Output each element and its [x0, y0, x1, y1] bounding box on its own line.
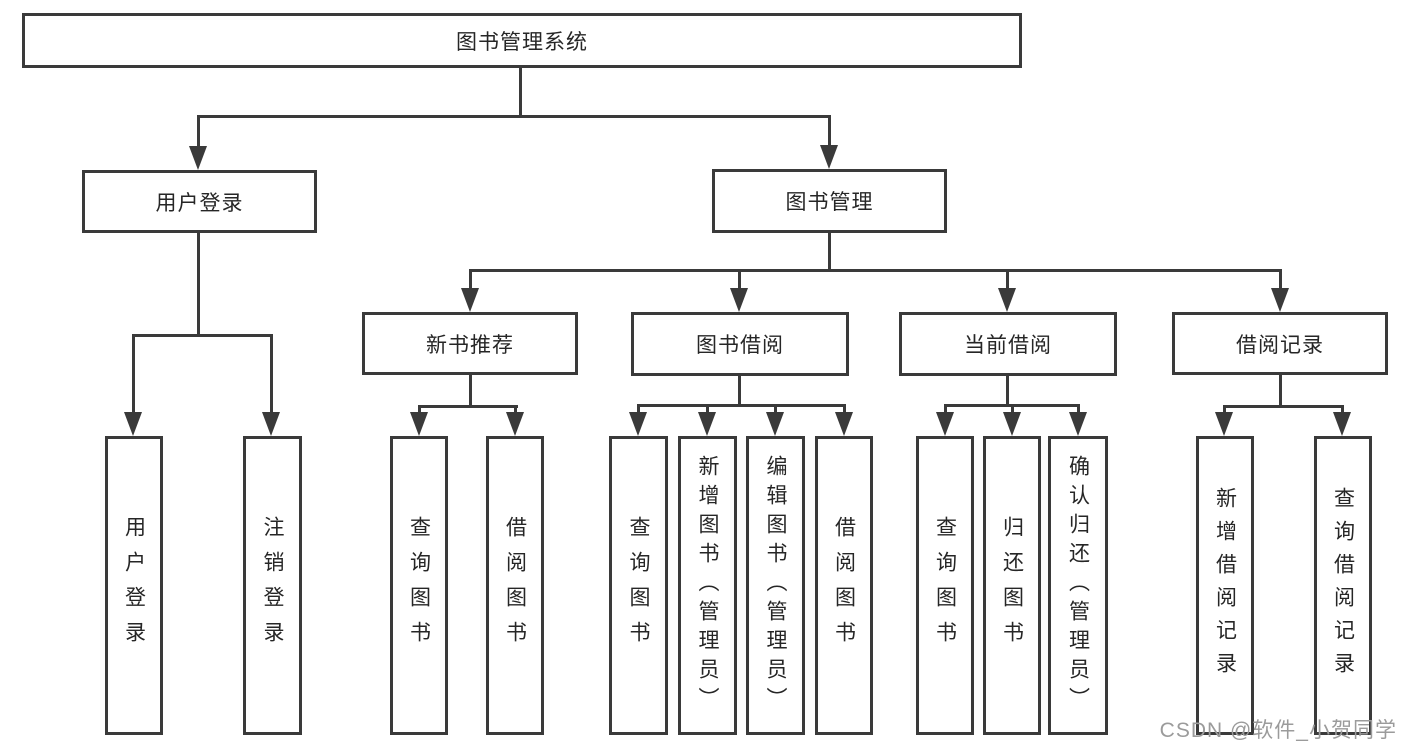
connector-drop-leaf: [1077, 404, 1080, 414]
csdn-watermark: CSDN @软件_小贺同学: [1159, 719, 1397, 742]
connector-borrow-records-trunk: [1279, 375, 1282, 408]
arrowhead-down-icon: [629, 412, 647, 436]
connector-book-borrow-trunk: [738, 376, 741, 407]
leaf-label: 借阅图书: [503, 515, 527, 656]
leaf-label: 查询借阅记录: [1331, 486, 1355, 685]
connector-level2-rail: [197, 115, 831, 118]
node-label: 新书推荐: [426, 333, 514, 357]
arrowhead-down-icon: [1271, 288, 1289, 312]
leaf-confirm-return-admin: 确认归还（管理员）: [1048, 436, 1108, 735]
leaf-edit-books-admin: 编辑图书（管理员）: [746, 436, 805, 735]
arrowhead-down-icon: [1069, 412, 1087, 436]
arrowhead-down-icon: [1003, 412, 1021, 436]
arrowhead-down-icon: [730, 288, 748, 312]
connector-drop-leaf: [132, 334, 135, 414]
connector-drop-leaf: [418, 405, 421, 415]
leaf-label: 归还图书: [1000, 515, 1024, 656]
node-label: 图书管理系统: [456, 30, 588, 54]
node-library-management-system: 图书管理系统: [22, 13, 1022, 68]
arrowhead-down-icon: [698, 412, 716, 436]
arrowhead-down-icon: [820, 145, 838, 169]
node-book-borrowing: 图书借阅: [631, 312, 849, 376]
leaf-user-login: 用户登录: [105, 436, 163, 735]
leaf-add-books-admin: 新增图书（管理员）: [678, 436, 737, 735]
connector-drop-book-borrow: [738, 269, 741, 291]
leaf-query-books-recommend: 查询图书: [390, 436, 448, 735]
leaf-query-books-current: 查询图书: [916, 436, 974, 735]
leaf-logout: 注销登录: [243, 436, 302, 735]
connector-drop-leaf: [843, 404, 846, 414]
node-label: 借阅记录: [1236, 333, 1324, 357]
leaf-label: 查询图书: [627, 515, 650, 656]
connector-drop-book-management: [828, 115, 831, 148]
node-label: 图书管理: [785, 191, 874, 214]
arrowhead-down-icon: [262, 412, 280, 436]
connector-user-login-trunk: [197, 233, 200, 336]
node-current-borrowing: 当前借阅: [899, 312, 1117, 376]
leaf-borrow-books-recommend: 借阅图书: [486, 436, 544, 735]
arrowhead-down-icon: [766, 412, 784, 436]
leaf-label: 查询图书: [407, 515, 431, 656]
leaf-label: 编辑图书（管理员）: [764, 455, 787, 716]
connector-drop-leaf: [1341, 405, 1344, 415]
connector-drop-leaf: [1011, 404, 1014, 414]
connector-drop-leaf: [270, 334, 273, 414]
node-borrowing-records: 借阅记录: [1172, 312, 1388, 375]
arrowhead-down-icon: [189, 146, 207, 170]
node-label: 当前借阅: [964, 334, 1052, 357]
connector-new-book-trunk: [469, 375, 472, 408]
connector-book-borrow-rail: [637, 404, 846, 407]
leaf-label: 借阅图书: [832, 515, 856, 656]
connector-drop-current-borrow: [1006, 269, 1009, 291]
connector-borrow-records-rail: [1223, 405, 1344, 408]
arrowhead-down-icon: [998, 288, 1016, 312]
leaf-label: 确认归还（管理员）: [1066, 455, 1090, 716]
node-label: 图书借阅: [696, 334, 784, 357]
connector-drop-leaf: [637, 404, 640, 414]
leaf-add-borrow-record: 新增借阅记录: [1196, 436, 1254, 735]
connector-drop-user-login: [197, 115, 200, 148]
arrowhead-down-icon: [410, 412, 428, 436]
leaf-label: 查询图书: [933, 515, 957, 656]
leaf-query-books-borrowing: 查询图书: [609, 436, 668, 735]
connector-level3-rail: [469, 269, 1282, 272]
leaf-label: 注销登录: [261, 515, 284, 656]
connector-root-trunk: [519, 68, 522, 118]
leaf-borrow-books: 借阅图书: [815, 436, 873, 735]
connector-current-borrow-trunk: [1006, 376, 1009, 407]
node-book-management: 图书管理: [712, 169, 947, 233]
arrowhead-down-icon: [936, 412, 954, 436]
leaf-label: 新增图书（管理员）: [696, 455, 719, 716]
arrowhead-down-icon: [835, 412, 853, 436]
leaf-label: 新增借阅记录: [1213, 486, 1237, 685]
node-label: 用户登录: [155, 191, 244, 215]
node-new-book-recommendation: 新书推荐: [362, 312, 578, 375]
connector-drop-leaf: [944, 404, 947, 414]
connector-drop-borrow-records: [1279, 269, 1282, 291]
connector-drop-leaf: [514, 405, 517, 415]
arrowhead-down-icon: [1215, 412, 1233, 436]
connector-new-book-rail: [418, 405, 518, 408]
connector-user-login-rail: [132, 334, 273, 337]
connector-book-management-trunk: [828, 233, 831, 271]
arrowhead-down-icon: [506, 412, 524, 436]
node-user-login: 用户登录: [82, 170, 317, 233]
arrowhead-down-icon: [124, 412, 142, 436]
arrowhead-down-icon: [461, 288, 479, 312]
connector-drop-new-book: [469, 269, 472, 291]
connector-drop-leaf: [774, 404, 777, 414]
leaf-label: 用户登录: [122, 515, 146, 656]
leaf-return-books: 归还图书: [983, 436, 1041, 735]
arrowhead-down-icon: [1333, 412, 1351, 436]
connector-drop-leaf: [706, 404, 709, 414]
leaf-query-borrow-record: 查询借阅记录: [1314, 436, 1372, 735]
connector-drop-leaf: [1223, 405, 1226, 415]
